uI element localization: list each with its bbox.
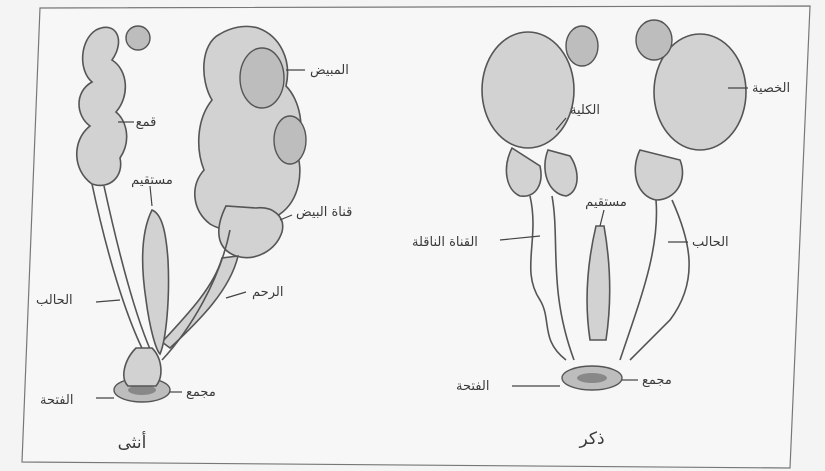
label-ovary: المبيض	[310, 63, 349, 78]
label-female-cloaca: مجمع	[186, 385, 216, 400]
label-female-ureter: الحالب	[36, 293, 73, 308]
male-right-fat-body	[636, 20, 672, 60]
label-male-opening: الفتحة	[456, 379, 489, 394]
female-left-funnel	[126, 26, 150, 50]
male-left-fat-body	[566, 26, 598, 66]
label-male-ureter: الحالب	[692, 235, 729, 250]
label-oviduct: قناة البيض	[296, 205, 352, 220]
ovary	[240, 48, 284, 108]
caption-male: ذكر	[578, 429, 604, 449]
label-uterus: الرحم	[252, 285, 283, 300]
label-male-cloaca: مجمع	[642, 373, 672, 388]
caption-female: أنثى	[118, 431, 147, 453]
label-female-rectum: مستقيم	[131, 173, 173, 188]
label-funnel: قمع	[136, 115, 157, 130]
male-cloaca-opening	[577, 373, 607, 383]
label-male-rectum: مستقيم	[585, 195, 627, 210]
male-left-testis	[482, 32, 574, 148]
label-vas: القناة الناقلة	[412, 235, 478, 250]
label-kidney: الكلية	[570, 103, 600, 118]
ovary-lobe	[274, 116, 306, 164]
label-female-opening: الفتحة	[40, 393, 73, 408]
label-testis: الخصية	[752, 81, 790, 96]
